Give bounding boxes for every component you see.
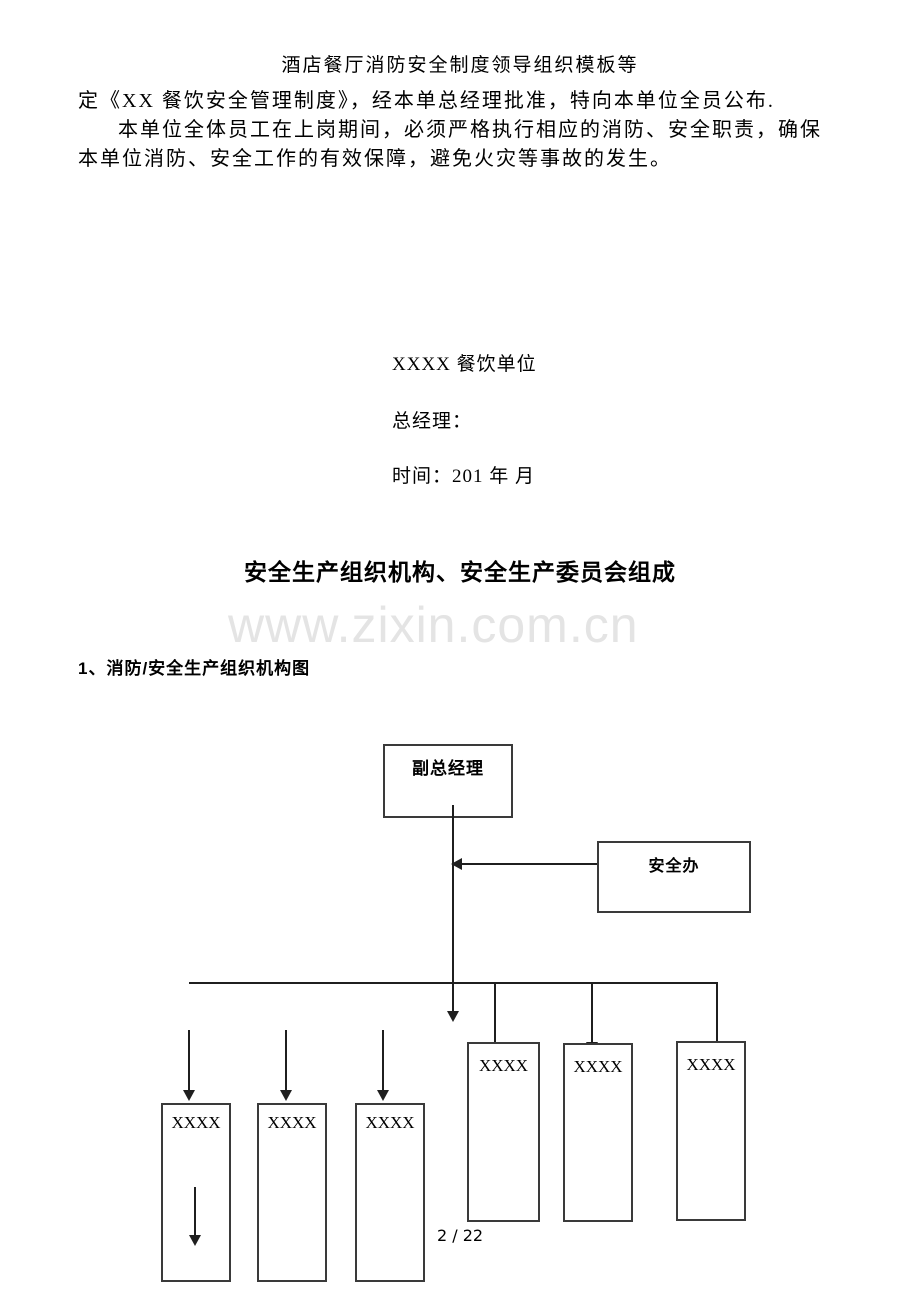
page-number: 2 / 22 xyxy=(437,1226,484,1245)
section-heading: 安全生产组织机构、安全生产委员会组成 xyxy=(244,559,676,585)
down-arrowhead-icon xyxy=(189,1235,201,1246)
distribution-line xyxy=(189,982,718,984)
left-box-1-label: XXXX xyxy=(171,1113,221,1132)
inner-arrow-line xyxy=(194,1187,196,1236)
down-arrowhead-icon xyxy=(377,1090,389,1101)
safety-office-label: 安全办 xyxy=(648,858,700,875)
signature-unit: XXXX 餐饮单位 xyxy=(392,354,537,375)
right-box-3-label: XXXX xyxy=(686,1055,736,1074)
deputy-gm-box: 副总经理 xyxy=(383,744,513,818)
watermark: www.zixin.com.cn xyxy=(228,597,639,653)
right-box-1-connector xyxy=(494,982,496,1042)
left-box-3-label: XXXX xyxy=(365,1113,415,1132)
right-box-2: XXXX xyxy=(563,1043,633,1222)
safety-connector-line xyxy=(459,863,597,865)
signature-time-label: 时间：201 年 月 xyxy=(392,466,536,487)
down-arrowhead-icon xyxy=(280,1090,292,1101)
paragraph-line-1: 定《XX 餐饮安全管理制度》，经本单总经理批准，特向本单位全员公布. xyxy=(78,90,775,112)
right-box-3: XXXX xyxy=(676,1041,746,1221)
paragraph-line-2: 本单位全体员工在上岗期间，必须严格执行相应的消防、安全职责，确保 xyxy=(118,119,822,141)
right-box-1-label: XXXX xyxy=(478,1056,529,1075)
down-arrowhead-icon xyxy=(183,1090,195,1101)
deputy-gm-label: 副总经理 xyxy=(412,759,484,778)
right-box-3-connector xyxy=(716,982,718,1041)
left-box-2: XXXX xyxy=(257,1103,327,1282)
down-arrowhead-icon xyxy=(447,1011,459,1022)
left-box-1-arrow-line xyxy=(188,1030,190,1091)
safety-office-box: 安全办 xyxy=(597,841,751,913)
signature-manager-label: 总经理： xyxy=(392,411,473,432)
right-box-2-label: XXXX xyxy=(573,1057,623,1076)
left-box-1: XXXX xyxy=(161,1103,231,1282)
left-box-2-label: XXXX xyxy=(267,1113,317,1132)
left-box-3: XXXX xyxy=(355,1103,425,1282)
main-connector-line xyxy=(452,805,454,1012)
left-box-2-arrow-line xyxy=(285,1030,287,1091)
right-box-2-connector xyxy=(591,982,593,1043)
sub-heading-org-chart: 1、消防/安全生产组织机构图 xyxy=(78,659,311,678)
paragraph-line-3: 本单位消防、安全工作的有效保障，避免火灾等事故的发生。 xyxy=(78,148,672,170)
left-box-3-arrow-line xyxy=(382,1030,384,1091)
right-box-1: XXXX xyxy=(467,1042,540,1222)
left-arrowhead-icon xyxy=(451,858,462,870)
document-title: 酒店餐厅消防安全制度领导组织模板等 xyxy=(281,55,639,76)
